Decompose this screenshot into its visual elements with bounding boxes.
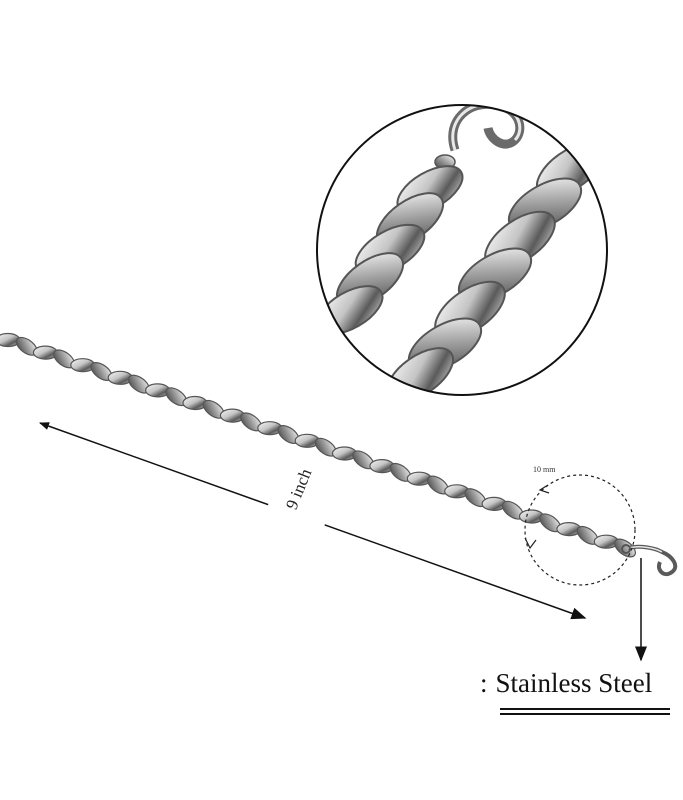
length-label-gap <box>263 471 337 539</box>
material-colon: : <box>480 668 488 698</box>
zoom-circle-border <box>316 104 608 396</box>
material-text: Stainless Steel <box>495 668 653 698</box>
chain-links-right-closeup <box>386 142 604 395</box>
width-arrow-top-icon <box>538 484 550 494</box>
bracelet-chain <box>0 332 636 558</box>
zoom-detail <box>316 104 608 396</box>
width-indicator-circle <box>524 474 636 586</box>
width-label: 10 mm <box>533 465 556 474</box>
bracelet-clasp <box>621 544 678 577</box>
material-label: :Stainless Steel <box>480 668 652 699</box>
width-arrow-bottom-icon <box>524 537 537 550</box>
chain-link <box>614 538 636 558</box>
material-underline-top <box>500 708 670 710</box>
chain-links-left-closeup <box>317 165 464 335</box>
material-underline-bottom <box>500 713 670 715</box>
